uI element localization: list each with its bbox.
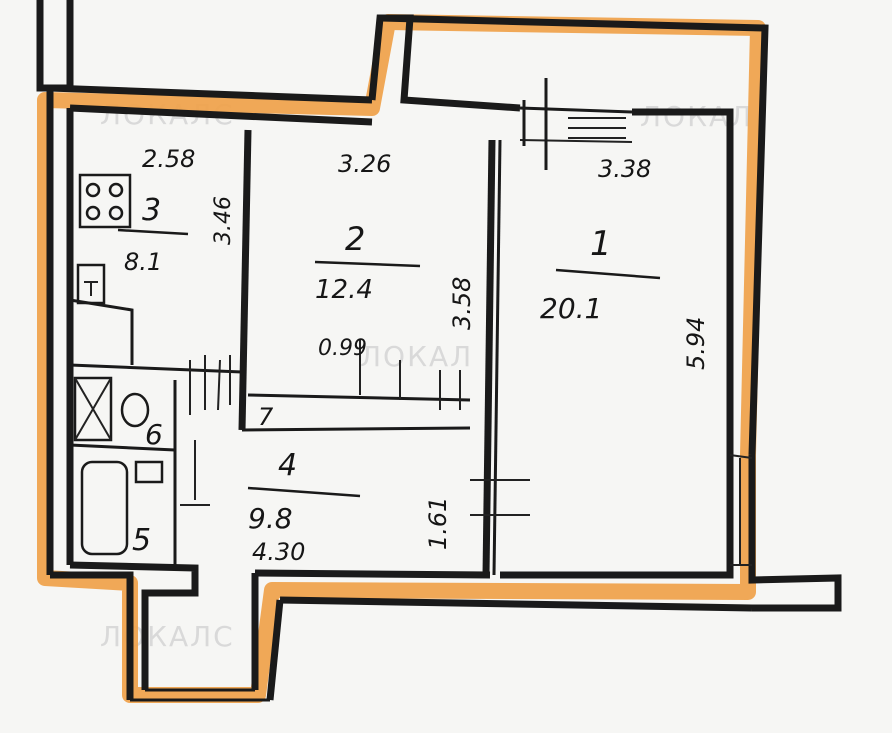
- room-1-area: 20.1: [540, 292, 602, 325]
- room-3-area: 8.1: [124, 248, 162, 276]
- watermark-center: ЛОКАЛ: [360, 340, 473, 373]
- room-5-number: 5: [132, 523, 151, 558]
- room-2-number: 2: [345, 220, 365, 258]
- door-markers: [180, 340, 530, 516]
- room-4-number: 4: [278, 448, 297, 483]
- apartment-highlight-outline: [37, 14, 766, 703]
- toilet-icon: [73, 376, 150, 442]
- room-7-number: 7: [258, 403, 274, 431]
- room-3-number: 3: [142, 193, 161, 228]
- bathtub-icon: [80, 460, 164, 556]
- room-3-width: 2.58: [142, 145, 195, 173]
- extra-dimension: 0.99: [318, 336, 367, 361]
- room-4-area: 9.8: [248, 502, 293, 535]
- room-3-length: 3.46: [211, 196, 236, 245]
- room-2-width: 3.26: [338, 150, 391, 178]
- room-4-length: 1.61: [424, 497, 452, 550]
- room-1-length: 5.94: [682, 317, 710, 370]
- room-1-labels: 3.38 1 20.1 5.94: [540, 155, 710, 370]
- kitchen-sink-icon: [76, 263, 106, 305]
- room-4-labels: 4 9.8 4.30 1.61: [247, 448, 452, 566]
- room-4-width: 4.30: [252, 538, 305, 566]
- room-1-number: 1: [590, 224, 612, 264]
- room-2-length: 3.58: [448, 277, 476, 330]
- watermark-top-right: ЛОКАЛ: [640, 100, 753, 133]
- window-top: [519, 78, 633, 170]
- room-3-labels: 2.58 3 8.1 3.46: [117, 145, 236, 276]
- exterior-walls: [36, 0, 842, 702]
- interior-walls: [69, 129, 502, 576]
- window-right: [729, 454, 753, 566]
- room-2-labels: 3.26 2 12.4 3.58 0.99: [314, 150, 476, 361]
- watermark-bottom-left: ЛОКАЛС: [100, 620, 235, 653]
- stove-icon: [78, 173, 132, 229]
- room-1-width: 3.38: [598, 155, 651, 183]
- room-6-number: 6: [145, 418, 163, 451]
- room-2-area: 12.4: [315, 275, 373, 305]
